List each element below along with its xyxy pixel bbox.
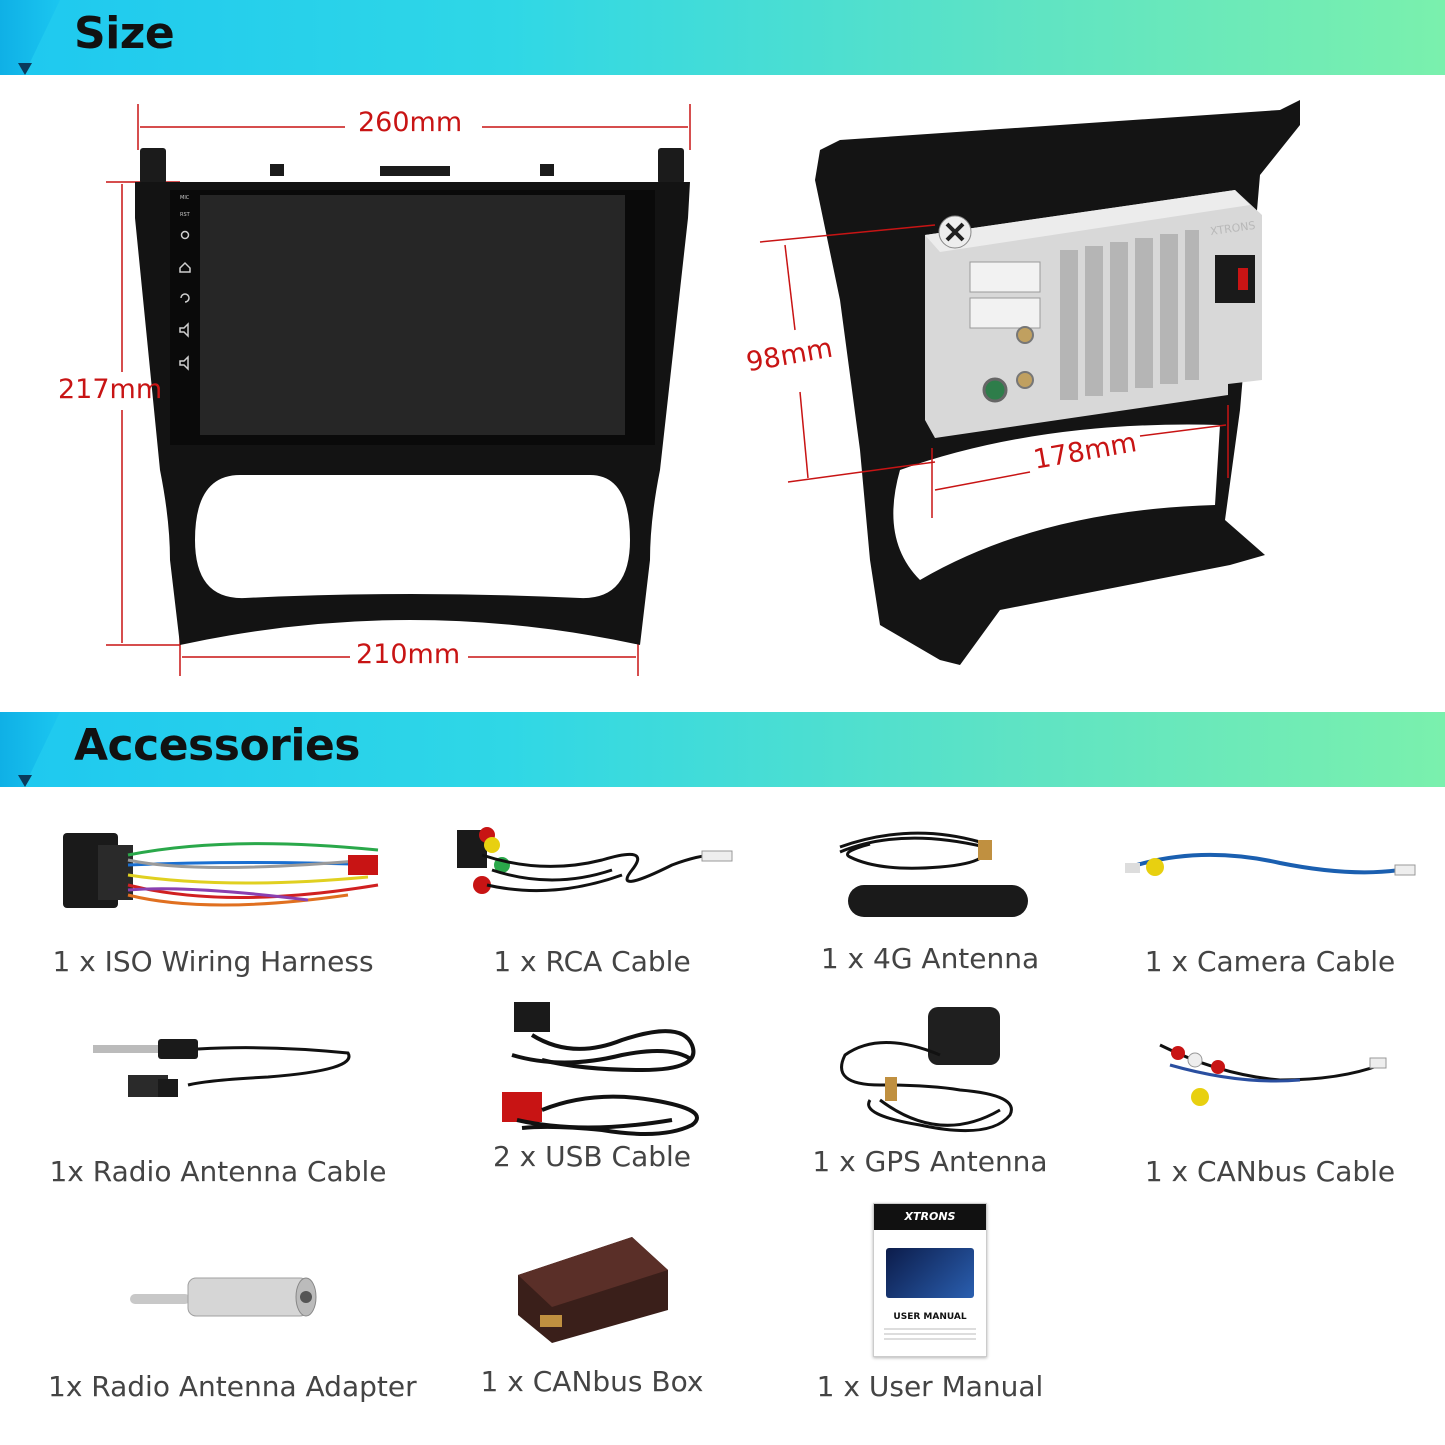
iso-harness-icon bbox=[48, 815, 388, 945]
accessory-item: 1 x CANbus Cable bbox=[1100, 1025, 1440, 1188]
manual-screen-image bbox=[886, 1248, 974, 1298]
accessory-label: 1 x ISO Wiring Harness bbox=[52, 945, 374, 978]
accessory-label: 2 x USB Cable bbox=[492, 1140, 692, 1173]
accessory-label: 1 x CANbus Box bbox=[480, 1365, 704, 1398]
accessory-label: 1x Radio Antenna Adapter bbox=[48, 1370, 417, 1403]
accessory-item: 1 x RCA Cable bbox=[422, 815, 762, 978]
4g-antenna-icon bbox=[760, 812, 1100, 942]
accessory-item: 1 x 4G Antenna bbox=[760, 812, 1100, 975]
accessory-item: 1 x GPS Antenna bbox=[760, 1005, 1100, 1178]
back-unit-drawing bbox=[759, 100, 1300, 665]
front-button-mic: MIC bbox=[180, 195, 190, 201]
accessory-label: 1x Radio Antenna Cable bbox=[49, 1155, 387, 1188]
accessory-item: 2 x USB Cable bbox=[422, 1000, 762, 1173]
radio-antenna-cable-icon bbox=[48, 1025, 388, 1155]
accessory-item: 1x Radio Antenna Adapter bbox=[48, 1240, 417, 1403]
manual-title: USER MANUAL bbox=[893, 1312, 967, 1322]
accessory-label: 1 x RCA Cable bbox=[493, 945, 691, 978]
accessories-banner: Accessories bbox=[0, 712, 1445, 787]
user-manual-icon: XTRONS USER MANUAL bbox=[760, 1203, 1100, 1370]
canbus-box-icon bbox=[422, 1235, 762, 1370]
front-button-rst: RST bbox=[180, 212, 190, 218]
manual-brand-logo: XTRONS bbox=[874, 1204, 986, 1230]
accessory-label: 1 x GPS Antenna bbox=[812, 1145, 1048, 1178]
front-unit-drawing bbox=[106, 104, 691, 676]
rca-cable-icon bbox=[422, 815, 762, 945]
banner-marker bbox=[18, 775, 32, 787]
accessory-label: 1 x User Manual bbox=[816, 1370, 1044, 1403]
accessory-item: 1 x Camera Cable bbox=[1100, 815, 1440, 978]
size-section-title: Size bbox=[74, 8, 175, 59]
accessory-label: 1 x Camera Cable bbox=[1144, 945, 1396, 978]
radio-adapter-icon bbox=[48, 1240, 388, 1370]
accessory-item: 1x Radio Antenna Cable bbox=[48, 1025, 388, 1188]
accessories-section-title: Accessories bbox=[74, 720, 360, 771]
canbus-cable-icon bbox=[1100, 1025, 1440, 1155]
dimension-width-top: 260mm bbox=[358, 107, 463, 138]
gps-antenna-icon bbox=[760, 1005, 1100, 1155]
size-banner: Size bbox=[0, 0, 1445, 75]
camera-cable-icon bbox=[1100, 815, 1440, 945]
dimension-height: 217mm bbox=[58, 374, 163, 405]
accessory-item: XTRONS USER MANUAL 1 x User Manual bbox=[760, 1203, 1100, 1403]
accessory-label: 1 x CANbus Cable bbox=[1144, 1155, 1396, 1188]
accessory-item: 1 x CANbus Box bbox=[422, 1235, 762, 1398]
dimension-width-bottom: 210mm bbox=[356, 639, 461, 670]
accessory-label: 1 x 4G Antenna bbox=[820, 942, 1040, 975]
usb-cable-icon bbox=[422, 1000, 762, 1150]
manual-cover: XTRONS USER MANUAL bbox=[873, 1203, 987, 1357]
accessory-item: 1 x ISO Wiring Harness bbox=[48, 815, 388, 978]
banner-marker bbox=[18, 63, 32, 75]
